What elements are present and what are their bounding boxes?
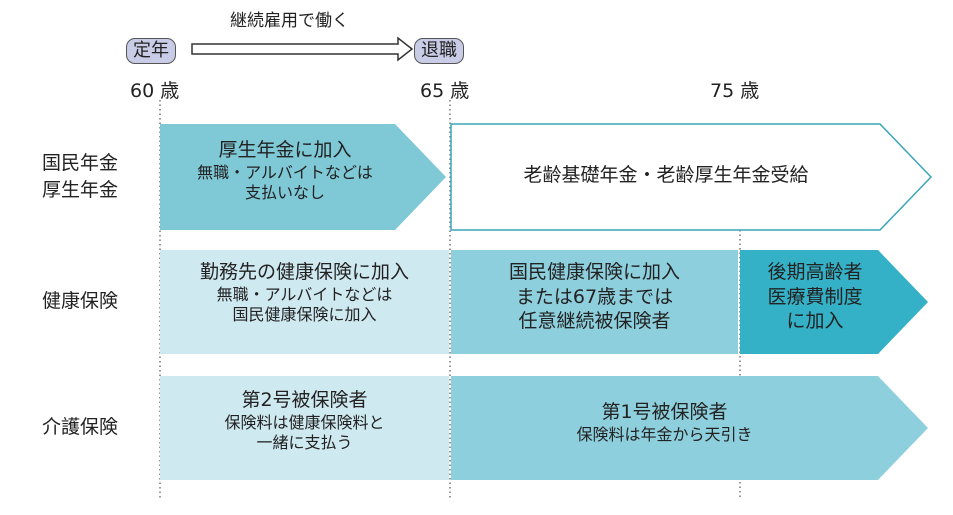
row1-arrow-1 (160, 124, 446, 230)
row-label-pension: 国民年金 厚生年金 (42, 152, 119, 201)
cell-note: 無職・アルバイトなどは 国民健康保険に加入 (216, 284, 393, 325)
continued-employment-arrow (191, 36, 414, 62)
cell-title: 厚生年金に加入 (218, 139, 352, 161)
cell-note: 無職・アルバイトなどは 支払いなし (197, 162, 373, 203)
row3-arrow-2 (451, 376, 928, 480)
row2-cell-1 (160, 250, 449, 354)
leave-job-badge: 退職 (414, 38, 464, 64)
row-label-health: 健康保険 (42, 290, 119, 312)
cell-title: 勤務先の健康保険に加入 (199, 261, 409, 283)
age-65: 65 歳 (420, 80, 470, 102)
row3-cell-1 (160, 376, 449, 480)
retirement-age-badge: 定年 (126, 38, 176, 64)
row1-arrow-2 (450, 123, 933, 231)
arrow-label: 継続雇用で働く (230, 11, 349, 31)
cell-title: 国民健康保険に加入 または67歳までは 任意継続被保険者 (508, 261, 680, 333)
cell-title: 第1号被保険者 (601, 401, 728, 423)
row2-cell-2 (451, 250, 738, 354)
cell-note: 保険料は健康保険料と 一緒に支払う (224, 412, 385, 453)
cell-note: 保険料は年金から天引き (576, 424, 753, 444)
cell-title: 老齢基礎年金・老齢厚生年金受給 (523, 164, 809, 186)
age-75: 75 歳 (710, 80, 760, 102)
row-label-care: 介護保険 (42, 416, 119, 438)
cell-title: 第2号被保険者 (241, 389, 368, 411)
age-60: 60 歳 (130, 80, 180, 102)
row2-arrow-3 (740, 250, 928, 354)
cell-title: 後期高齢者 医療費制度 に加入 (767, 261, 863, 333)
